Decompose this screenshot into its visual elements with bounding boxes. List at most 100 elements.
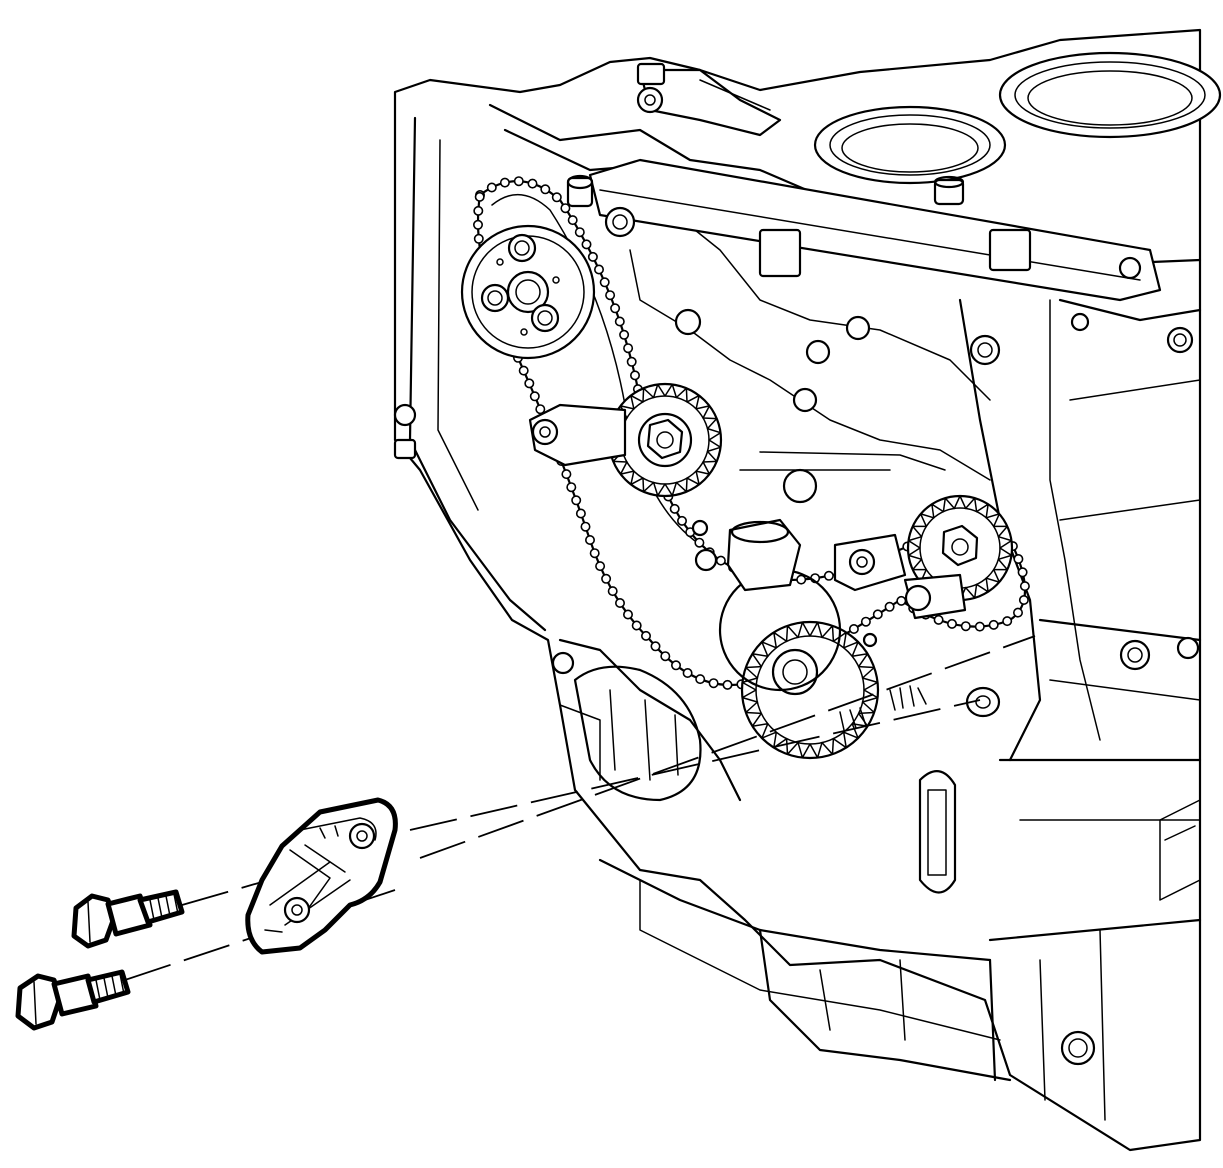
chain-link xyxy=(694,537,705,548)
chain-link xyxy=(535,404,546,415)
chain-link xyxy=(486,182,497,193)
bracket-bolt-hole-lower xyxy=(283,896,311,924)
cam-actuator-solenoid xyxy=(636,62,782,137)
crankshaft-sprocket xyxy=(718,568,880,760)
chain-link xyxy=(896,595,907,606)
chain-link xyxy=(580,521,591,532)
alignment-hole xyxy=(965,686,1001,718)
sprocket-teeth xyxy=(907,495,1013,601)
chain-link xyxy=(567,215,578,226)
chain-guides xyxy=(528,403,967,620)
chain-link xyxy=(527,178,538,189)
chain-link xyxy=(540,184,551,195)
chain-link xyxy=(722,679,733,690)
chain-link xyxy=(670,660,681,671)
dowel-pin xyxy=(933,178,965,206)
cylinder-bore-2 xyxy=(998,51,1222,139)
idler-bolt-head xyxy=(646,418,684,460)
chain-link xyxy=(584,534,595,545)
chain-link xyxy=(518,365,529,376)
chain-link xyxy=(614,316,625,327)
sprocket-teeth-crank xyxy=(741,621,879,759)
upper-chain-guide xyxy=(566,158,1162,302)
chain-link xyxy=(513,176,524,187)
chain-link xyxy=(473,205,484,216)
camshaft-sprocket-upper xyxy=(460,224,596,360)
chain-link xyxy=(796,574,807,585)
chain-link xyxy=(946,618,957,629)
cylinder-bores xyxy=(813,51,1222,354)
chain-link xyxy=(708,678,719,689)
chain-link xyxy=(593,264,604,275)
chain-link xyxy=(610,303,621,314)
chain-link xyxy=(524,378,535,389)
chain-link xyxy=(474,191,485,202)
chain-link xyxy=(589,548,600,559)
sprocket-teeth xyxy=(741,621,879,759)
bracket-bolt-upper xyxy=(71,889,185,949)
chain-link xyxy=(499,177,510,188)
chain-link xyxy=(676,515,687,526)
chain-link xyxy=(574,227,585,238)
chain-link xyxy=(561,469,572,480)
chain-link xyxy=(1012,607,1023,618)
chain-link xyxy=(823,570,834,581)
cast-markings xyxy=(839,685,927,731)
sprocket-bolt xyxy=(480,283,510,313)
chain-link xyxy=(650,641,661,652)
chain-link xyxy=(848,623,859,634)
chain-link xyxy=(560,203,571,214)
chain-link xyxy=(629,370,640,381)
bracket-bolt-hole-upper xyxy=(348,822,376,850)
cylinder-bore-1 xyxy=(813,105,1007,185)
chain-link xyxy=(607,586,618,597)
chain-link xyxy=(605,290,616,301)
chain-link xyxy=(601,573,612,584)
chain-link xyxy=(566,482,577,493)
guide-line-upper xyxy=(409,699,981,831)
chain-link xyxy=(473,233,484,244)
guide-line-lower xyxy=(419,635,1036,859)
chain-link xyxy=(640,630,651,641)
block-bosses xyxy=(393,308,1201,1066)
front-cover-outline xyxy=(393,28,1202,1152)
chain-link xyxy=(595,561,606,572)
sprocket-bolt xyxy=(507,233,537,263)
chain-link xyxy=(581,239,592,250)
chain-link xyxy=(587,251,598,262)
chain-link xyxy=(631,620,642,631)
chain-tensioner-bracket xyxy=(245,797,398,955)
chain-link xyxy=(623,343,634,354)
chain-link xyxy=(960,621,971,632)
bracket-bolt-lower xyxy=(15,969,131,1031)
chain-link xyxy=(1017,567,1028,578)
chain-link xyxy=(1002,616,1013,627)
chain-link xyxy=(529,391,540,402)
chain-link xyxy=(1018,594,1029,605)
chain-link xyxy=(682,667,693,678)
chain-link xyxy=(695,674,706,685)
chain-link xyxy=(715,555,726,566)
chain-link xyxy=(626,356,637,367)
chain-link xyxy=(472,219,483,230)
sprocket-teeth-secondary xyxy=(907,495,1013,601)
chain-link xyxy=(974,621,985,632)
chain-link xyxy=(884,601,895,612)
idler-sprocket xyxy=(607,382,723,498)
pan-slot xyxy=(918,770,957,894)
chain-link xyxy=(619,329,630,340)
chain-link xyxy=(571,495,582,506)
chain-link xyxy=(622,609,633,620)
chain-link xyxy=(575,508,586,519)
chain-link xyxy=(872,609,883,620)
chain-link xyxy=(660,651,671,662)
chain-link xyxy=(1013,553,1024,564)
chain-link xyxy=(669,503,680,514)
chain-link xyxy=(1019,581,1030,592)
chain-link xyxy=(551,192,562,203)
chain-link xyxy=(860,616,871,627)
chain-link xyxy=(614,597,625,608)
chain-link xyxy=(599,277,610,288)
chain-link xyxy=(988,619,999,630)
